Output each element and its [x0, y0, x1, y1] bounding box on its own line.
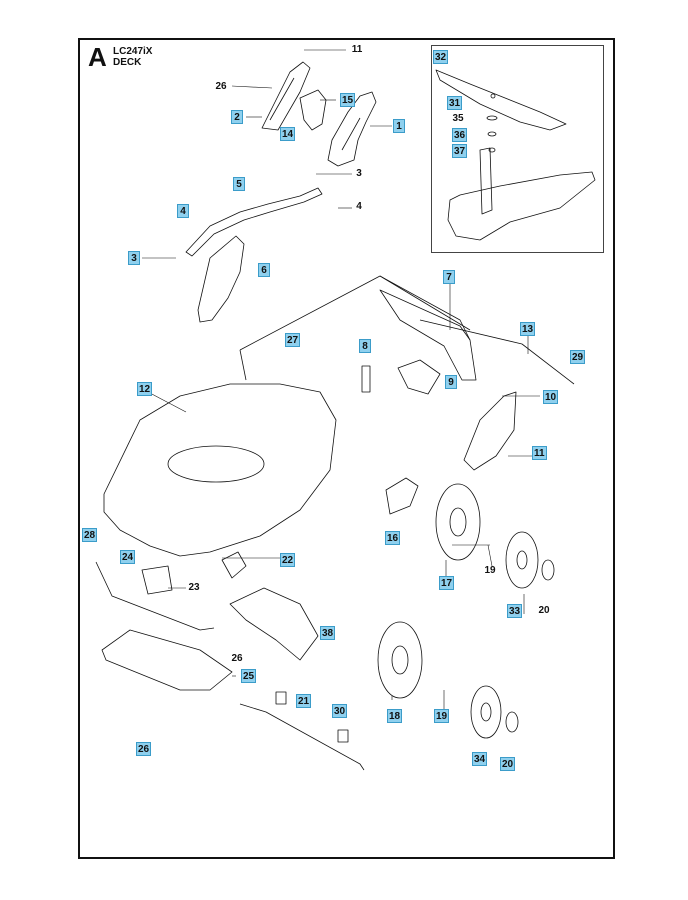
blade-washers	[486, 115, 498, 153]
callout-13[interactable]: 13	[520, 322, 536, 336]
callout-15[interactable]: 15	[340, 93, 356, 107]
diagram-frame	[78, 38, 615, 859]
blade-inset-frame	[431, 45, 604, 253]
callout-35[interactable]: 35	[452, 113, 464, 124]
callout-30[interactable]: 30	[332, 704, 348, 718]
callout-6[interactable]: 6	[258, 263, 270, 277]
bushing-right	[337, 729, 349, 743]
wheel-cover-rear	[505, 531, 539, 589]
callout-11-right[interactable]: 11	[532, 446, 547, 460]
callout-29[interactable]: 29	[570, 350, 586, 364]
callout-19-upper[interactable]: 19	[484, 565, 496, 576]
callout-24[interactable]: 24	[120, 550, 136, 564]
callout-1[interactable]: 1	[393, 119, 405, 133]
leader-lines	[142, 49, 540, 712]
callout-23[interactable]: 23	[188, 582, 200, 593]
rear-wheel	[435, 483, 481, 561]
lower-handle-bar	[185, 187, 323, 257]
spring	[361, 365, 371, 393]
callout-11-top[interactable]: 11	[351, 44, 363, 55]
callout-5[interactable]: 5	[233, 177, 245, 191]
callout-8[interactable]: 8	[359, 339, 371, 353]
callout-14[interactable]: 14	[280, 127, 296, 141]
callout-20-upper[interactable]: 20	[538, 605, 550, 616]
small-bracket	[221, 551, 247, 579]
callout-27[interactable]: 27	[285, 333, 301, 347]
left-handle-mount	[197, 235, 245, 323]
front-wheel	[377, 621, 423, 699]
right-axle-bracket	[463, 391, 517, 471]
callout-4-right[interactable]: 4	[356, 201, 362, 212]
callout-3-upper[interactable]: 3	[356, 168, 362, 179]
rear-flap	[379, 289, 477, 381]
callout-21[interactable]: 21	[296, 694, 312, 708]
front-axle	[95, 561, 215, 631]
callout-18[interactable]: 18	[387, 709, 403, 723]
callout-26-middle[interactable]: 26	[231, 653, 243, 664]
height-adjust-rod	[419, 319, 575, 385]
callout-26-top[interactable]: 26	[215, 81, 227, 92]
callout-19-lower[interactable]: 19	[434, 709, 450, 723]
blade-drawing	[435, 69, 567, 131]
callout-12[interactable]: 12	[137, 382, 153, 396]
handle-bracket-left	[261, 61, 311, 131]
handle-clamp	[299, 89, 327, 131]
callout-32[interactable]: 32	[433, 50, 449, 64]
callout-37[interactable]: 37	[452, 144, 468, 158]
mulch-plug-drawing	[447, 147, 596, 241]
callout-17[interactable]: 17	[439, 576, 455, 590]
callout-26-bottom[interactable]: 26	[136, 742, 152, 756]
handle-bracket-right	[327, 91, 377, 167]
hub-cap-small	[385, 477, 419, 515]
model-name: LC247iX	[113, 46, 153, 57]
skid-plate	[101, 629, 233, 691]
wheel-cover-front	[470, 685, 502, 739]
callout-31[interactable]: 31	[447, 96, 463, 110]
callout-3-left[interactable]: 3	[128, 251, 140, 265]
callout-20-lower[interactable]: 20	[500, 757, 516, 771]
mower-deck	[103, 275, 471, 557]
callout-25[interactable]: 25	[241, 669, 257, 683]
callout-38[interactable]: 38	[320, 626, 336, 640]
discharge-chute	[229, 587, 319, 661]
section-title: DECK	[113, 57, 142, 68]
callout-4-left[interactable]: 4	[177, 204, 189, 218]
hub-cap-front	[505, 711, 519, 733]
hub-cap-rear	[541, 559, 555, 581]
callout-9[interactable]: 9	[445, 375, 457, 389]
foam-block	[141, 565, 173, 595]
callout-7[interactable]: 7	[443, 270, 455, 284]
rear-axle	[239, 703, 365, 771]
bushing-left	[275, 691, 287, 705]
callout-2[interactable]: 2	[231, 110, 243, 124]
section-letter: A	[88, 42, 107, 72]
callout-33[interactable]: 33	[507, 604, 523, 618]
callout-10[interactable]: 10	[543, 390, 559, 404]
callout-36[interactable]: 36	[452, 128, 468, 142]
bracket-plate	[397, 359, 441, 395]
callout-34[interactable]: 34	[472, 752, 488, 766]
callout-28[interactable]: 28	[82, 528, 98, 542]
callout-16[interactable]: 16	[385, 531, 401, 545]
callout-22[interactable]: 22	[280, 553, 296, 567]
